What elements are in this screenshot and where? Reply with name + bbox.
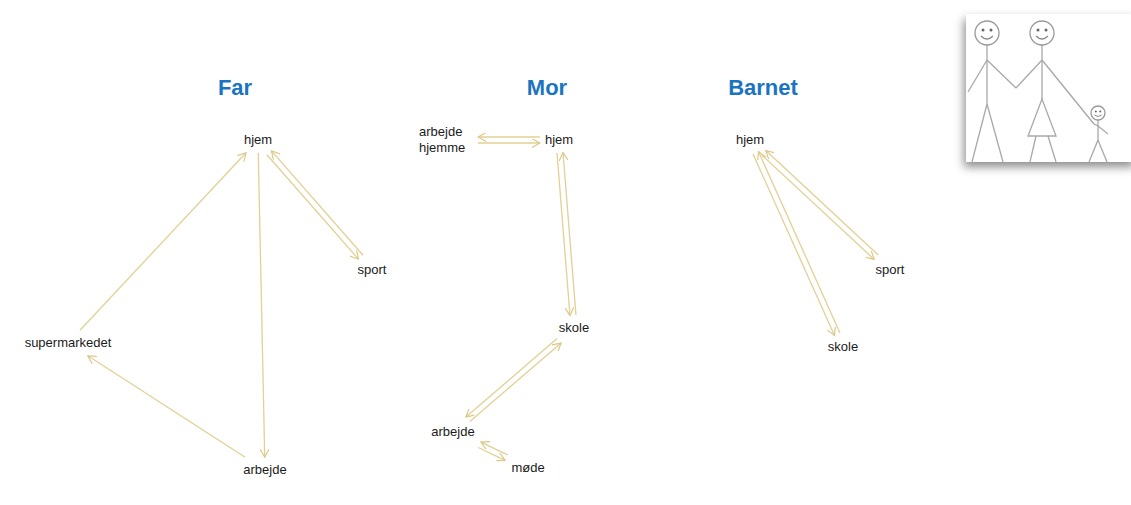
trip-arrow	[267, 155, 359, 259]
trip-arrow	[563, 153, 576, 315]
place-name: skole	[559, 320, 589, 336]
place-name: hjem	[244, 132, 272, 148]
place-name: arbejde	[431, 424, 474, 440]
figure-smile	[1036, 36, 1048, 39]
place-node: arbejde	[429, 422, 476, 442]
place-node: arbejde	[241, 460, 288, 480]
stick-figures	[966, 14, 1131, 162]
trip-arrow	[753, 154, 834, 335]
place-name: supermarkedet	[25, 335, 112, 351]
place-name: skole	[828, 339, 858, 355]
place-name: arbejde hjemme	[419, 124, 473, 155]
place-name: sport	[876, 262, 905, 278]
place-node: hjem	[734, 130, 766, 150]
figure-head	[1030, 21, 1054, 45]
group-heading: Far	[218, 75, 252, 101]
figure-leg	[1048, 136, 1056, 162]
place-name: sport	[358, 262, 387, 278]
figure-body	[1041, 45, 1042, 99]
figure-arm	[1098, 126, 1108, 134]
figure-leg	[972, 104, 987, 162]
place-node: møde	[509, 458, 546, 478]
figure-eye	[990, 29, 993, 32]
place-node: skole	[826, 337, 860, 357]
figure-dress	[1028, 99, 1056, 136]
trip-arrow	[478, 142, 540, 143]
place-name: møde	[511, 460, 544, 476]
figure-arm	[987, 60, 1016, 88]
trip-arrow	[766, 151, 878, 255]
figure-arm	[1042, 60, 1094, 124]
trip-arrow	[88, 356, 245, 457]
trip-arrow	[466, 339, 557, 417]
trip-arrow	[762, 155, 874, 259]
figure-body	[1097, 120, 1098, 140]
place-name: hjem	[545, 132, 573, 148]
figure-eye	[1037, 29, 1040, 32]
place-node: arbejde hjemme	[417, 122, 475, 157]
trip-arrow	[481, 442, 508, 455]
place-node: skole	[557, 318, 591, 338]
trip-arrow	[478, 448, 505, 461]
figure-eye	[1099, 111, 1101, 113]
figure-eye	[982, 29, 985, 32]
place-node: hjem	[543, 130, 575, 150]
figure-leg	[1098, 140, 1107, 162]
place-node: sport	[356, 260, 389, 280]
figure-leg	[1089, 140, 1098, 162]
trip-arrow	[557, 153, 570, 315]
trip-arrow	[478, 136, 540, 137]
figure-body	[986, 45, 987, 104]
group-heading: Barnet	[728, 75, 798, 101]
figure-arm	[1094, 124, 1098, 126]
place-node: hjem	[242, 130, 274, 150]
figure-eye	[1045, 29, 1048, 32]
place-name: arbejde	[243, 462, 286, 478]
figure-smile	[1095, 115, 1102, 117]
place-node: sport	[874, 260, 907, 280]
figure-head	[975, 21, 999, 45]
trip-arrow	[271, 151, 363, 255]
group-heading: Mor	[527, 75, 567, 101]
figure-leg	[1030, 136, 1036, 162]
figure-eye	[1095, 111, 1097, 113]
trip-arrow	[758, 152, 839, 333]
place-node: supermarkedet	[23, 333, 114, 353]
family-illustration	[966, 14, 1131, 162]
trip-arrow	[80, 153, 246, 330]
figure-arm	[1016, 60, 1042, 88]
figure-leg	[987, 104, 1003, 162]
trip-arrow	[470, 343, 561, 421]
figure-head	[1091, 106, 1105, 120]
trip-arrow	[258, 153, 264, 457]
figure-smile	[981, 36, 993, 39]
figure-arm	[968, 60, 987, 92]
place-name: hjem	[736, 132, 764, 148]
